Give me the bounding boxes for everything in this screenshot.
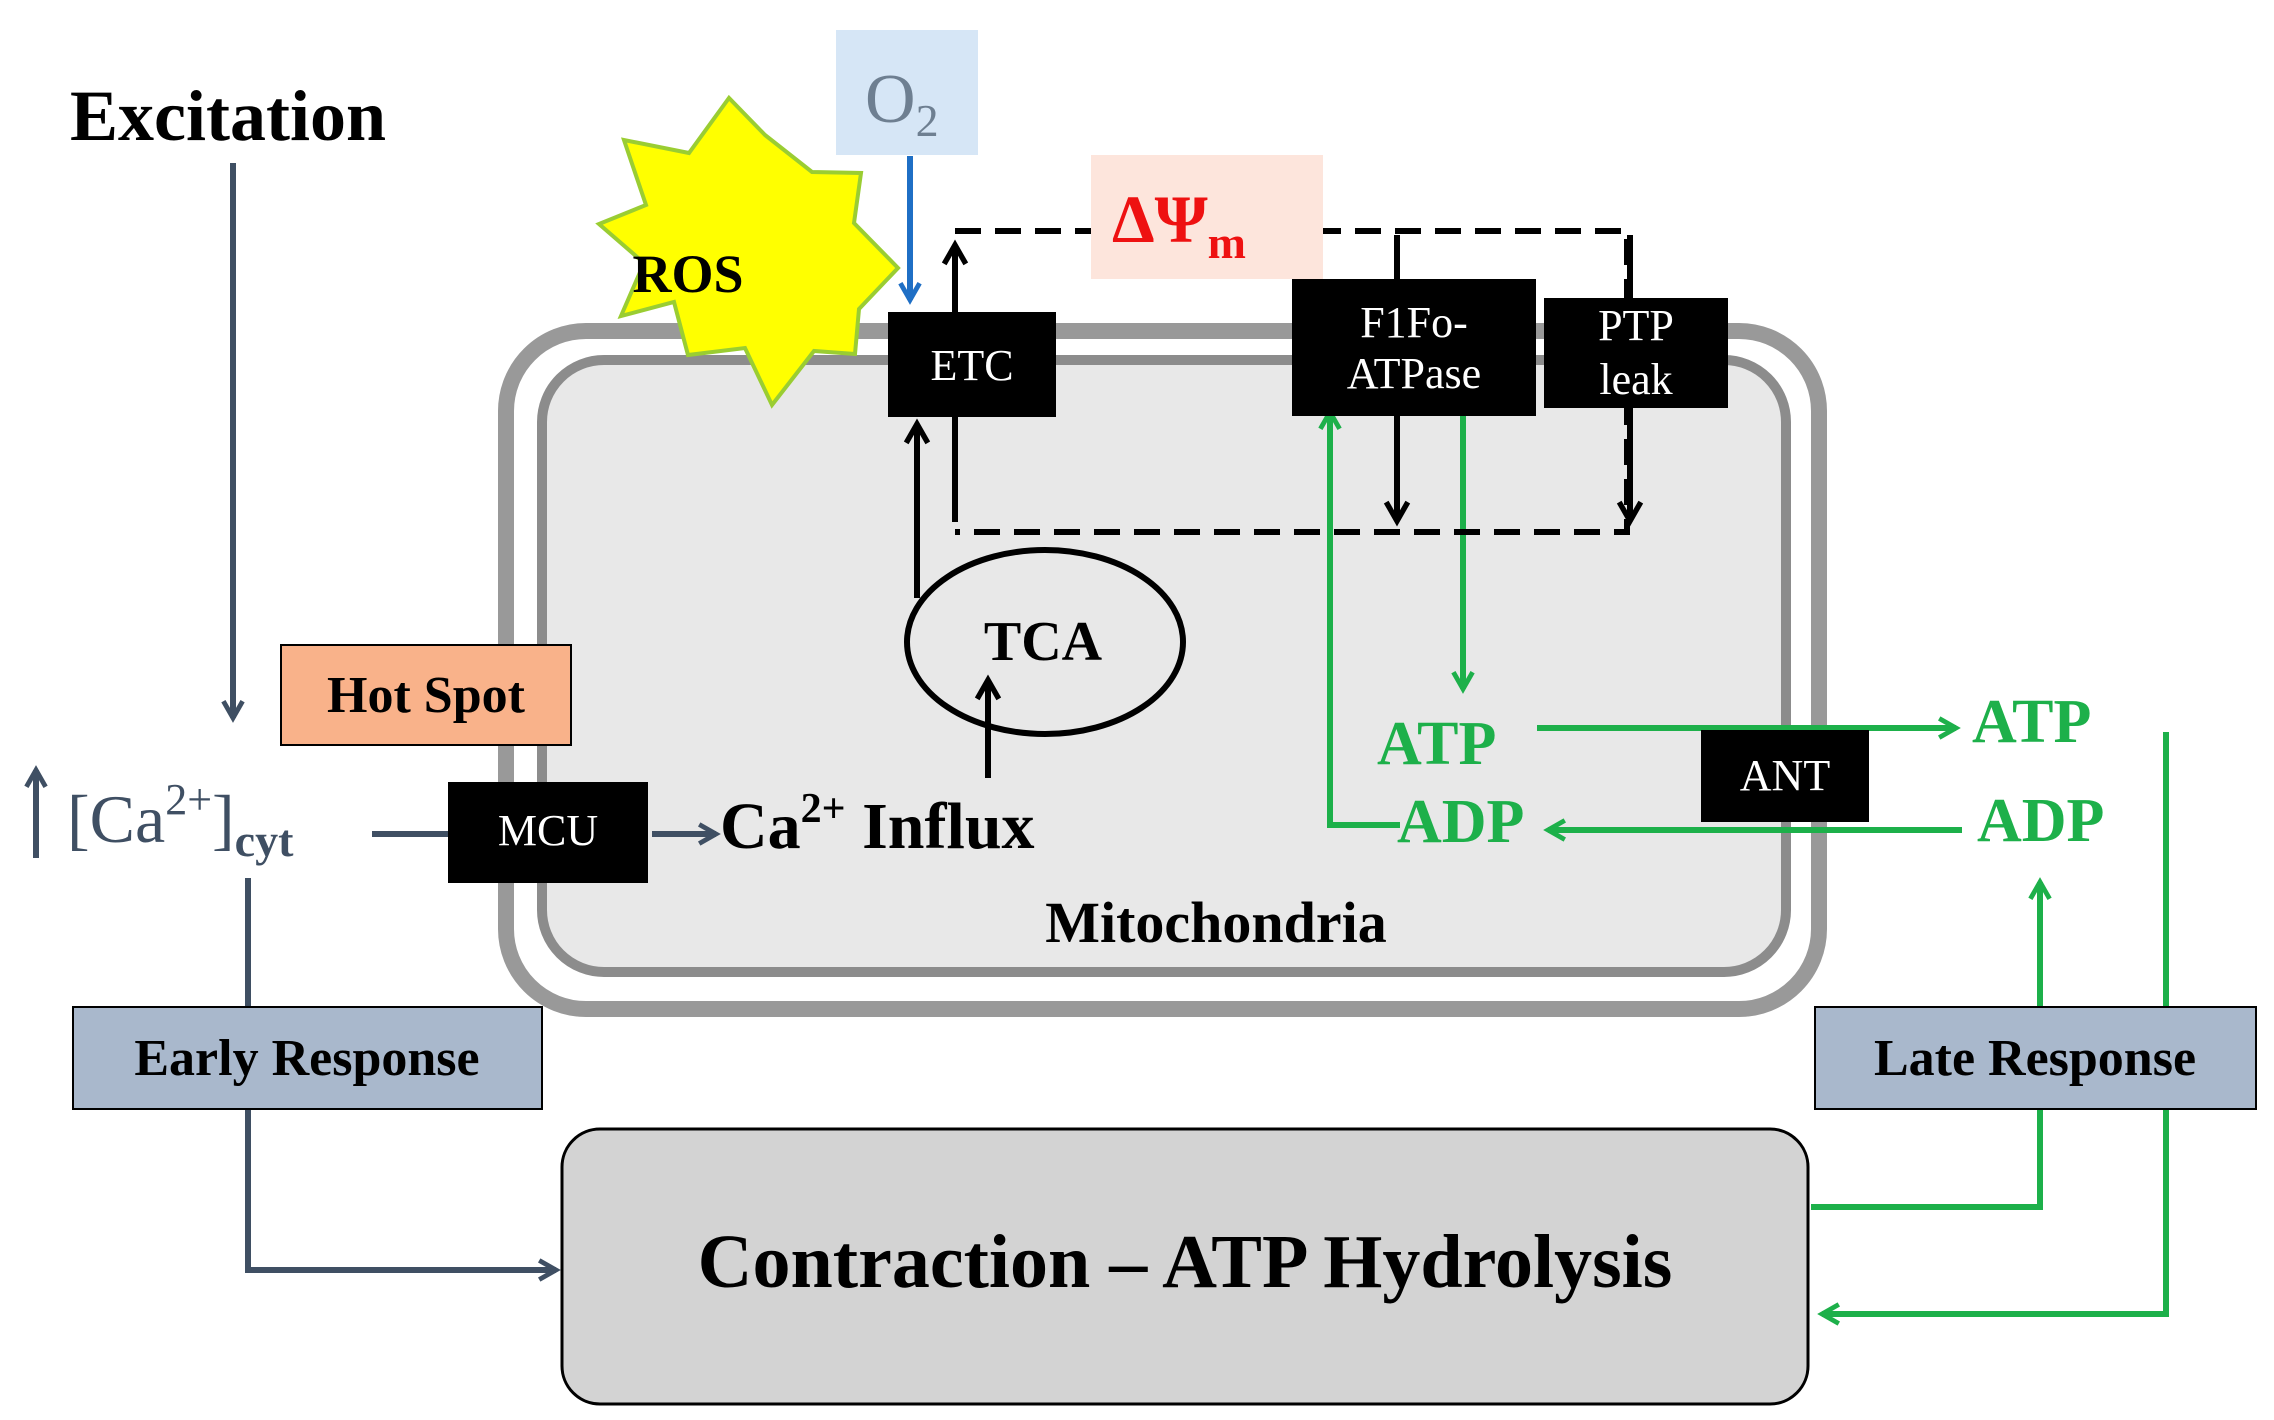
early-response-label: Early Response [134,1030,479,1087]
cytosolic-atp-label: ATP [1972,688,2091,756]
membrane-potential-label: ΔΨm [1112,181,1246,268]
oxygen-label: O2 [865,61,939,146]
tca-label: TCA [984,611,1103,673]
mitochondrion-inner-membrane [537,355,1791,977]
ptp-label-line2: leak [1599,355,1672,404]
cytosolic-adp-label: ADP [1977,787,2104,855]
mcu-box [448,782,648,883]
contraction-box [560,1127,1810,1406]
f1fo-label-line2: ATPase [1347,349,1481,398]
calcium-influx-label: Ca2+ Influx [720,786,1035,863]
contraction-to-adp-arrow [1811,877,2052,1210]
cytosolic-calcium-label: [Ca2+]cyt [67,775,294,866]
contraction-label: Contraction – ATP Hydrolysis [698,1220,1673,1304]
ros-burst [595,94,901,409]
tca-cycle [904,547,1186,737]
etc-box [888,312,1056,417]
atp-to-contraction-arrow [1817,732,2169,1326]
f1fo-atpase-box [1292,279,1536,416]
adp-to-f1fo-arrow [1318,407,1400,828]
late-response-label: Late Response [1874,1030,2196,1087]
ptp-leak-box [1544,298,1728,408]
matrix-atp-label: ATP [1377,710,1496,778]
matrix-adp-label: ADP [1397,788,1524,856]
ant-box [1701,730,1869,822]
membrane-potential-box [1091,155,1323,279]
late-response-box [1814,1006,2257,1110]
oxygen-box [836,30,978,155]
ptp-label-line1: PTP [1598,301,1674,350]
hot-spot-box [280,644,572,746]
ros-label: ROS [632,244,743,304]
early-response-box [72,1006,543,1110]
excitation-label: Excitation [70,76,386,156]
mcu-label: MCU [498,806,598,855]
etc-label: ETC [930,341,1013,390]
mitochondria-label: Mitochondria [1045,890,1387,955]
hot-spot-label: Hot Spot [327,667,526,724]
ant-label: ANT [1740,751,1831,800]
f1fo-label-line1: F1Fo- [1360,298,1468,347]
